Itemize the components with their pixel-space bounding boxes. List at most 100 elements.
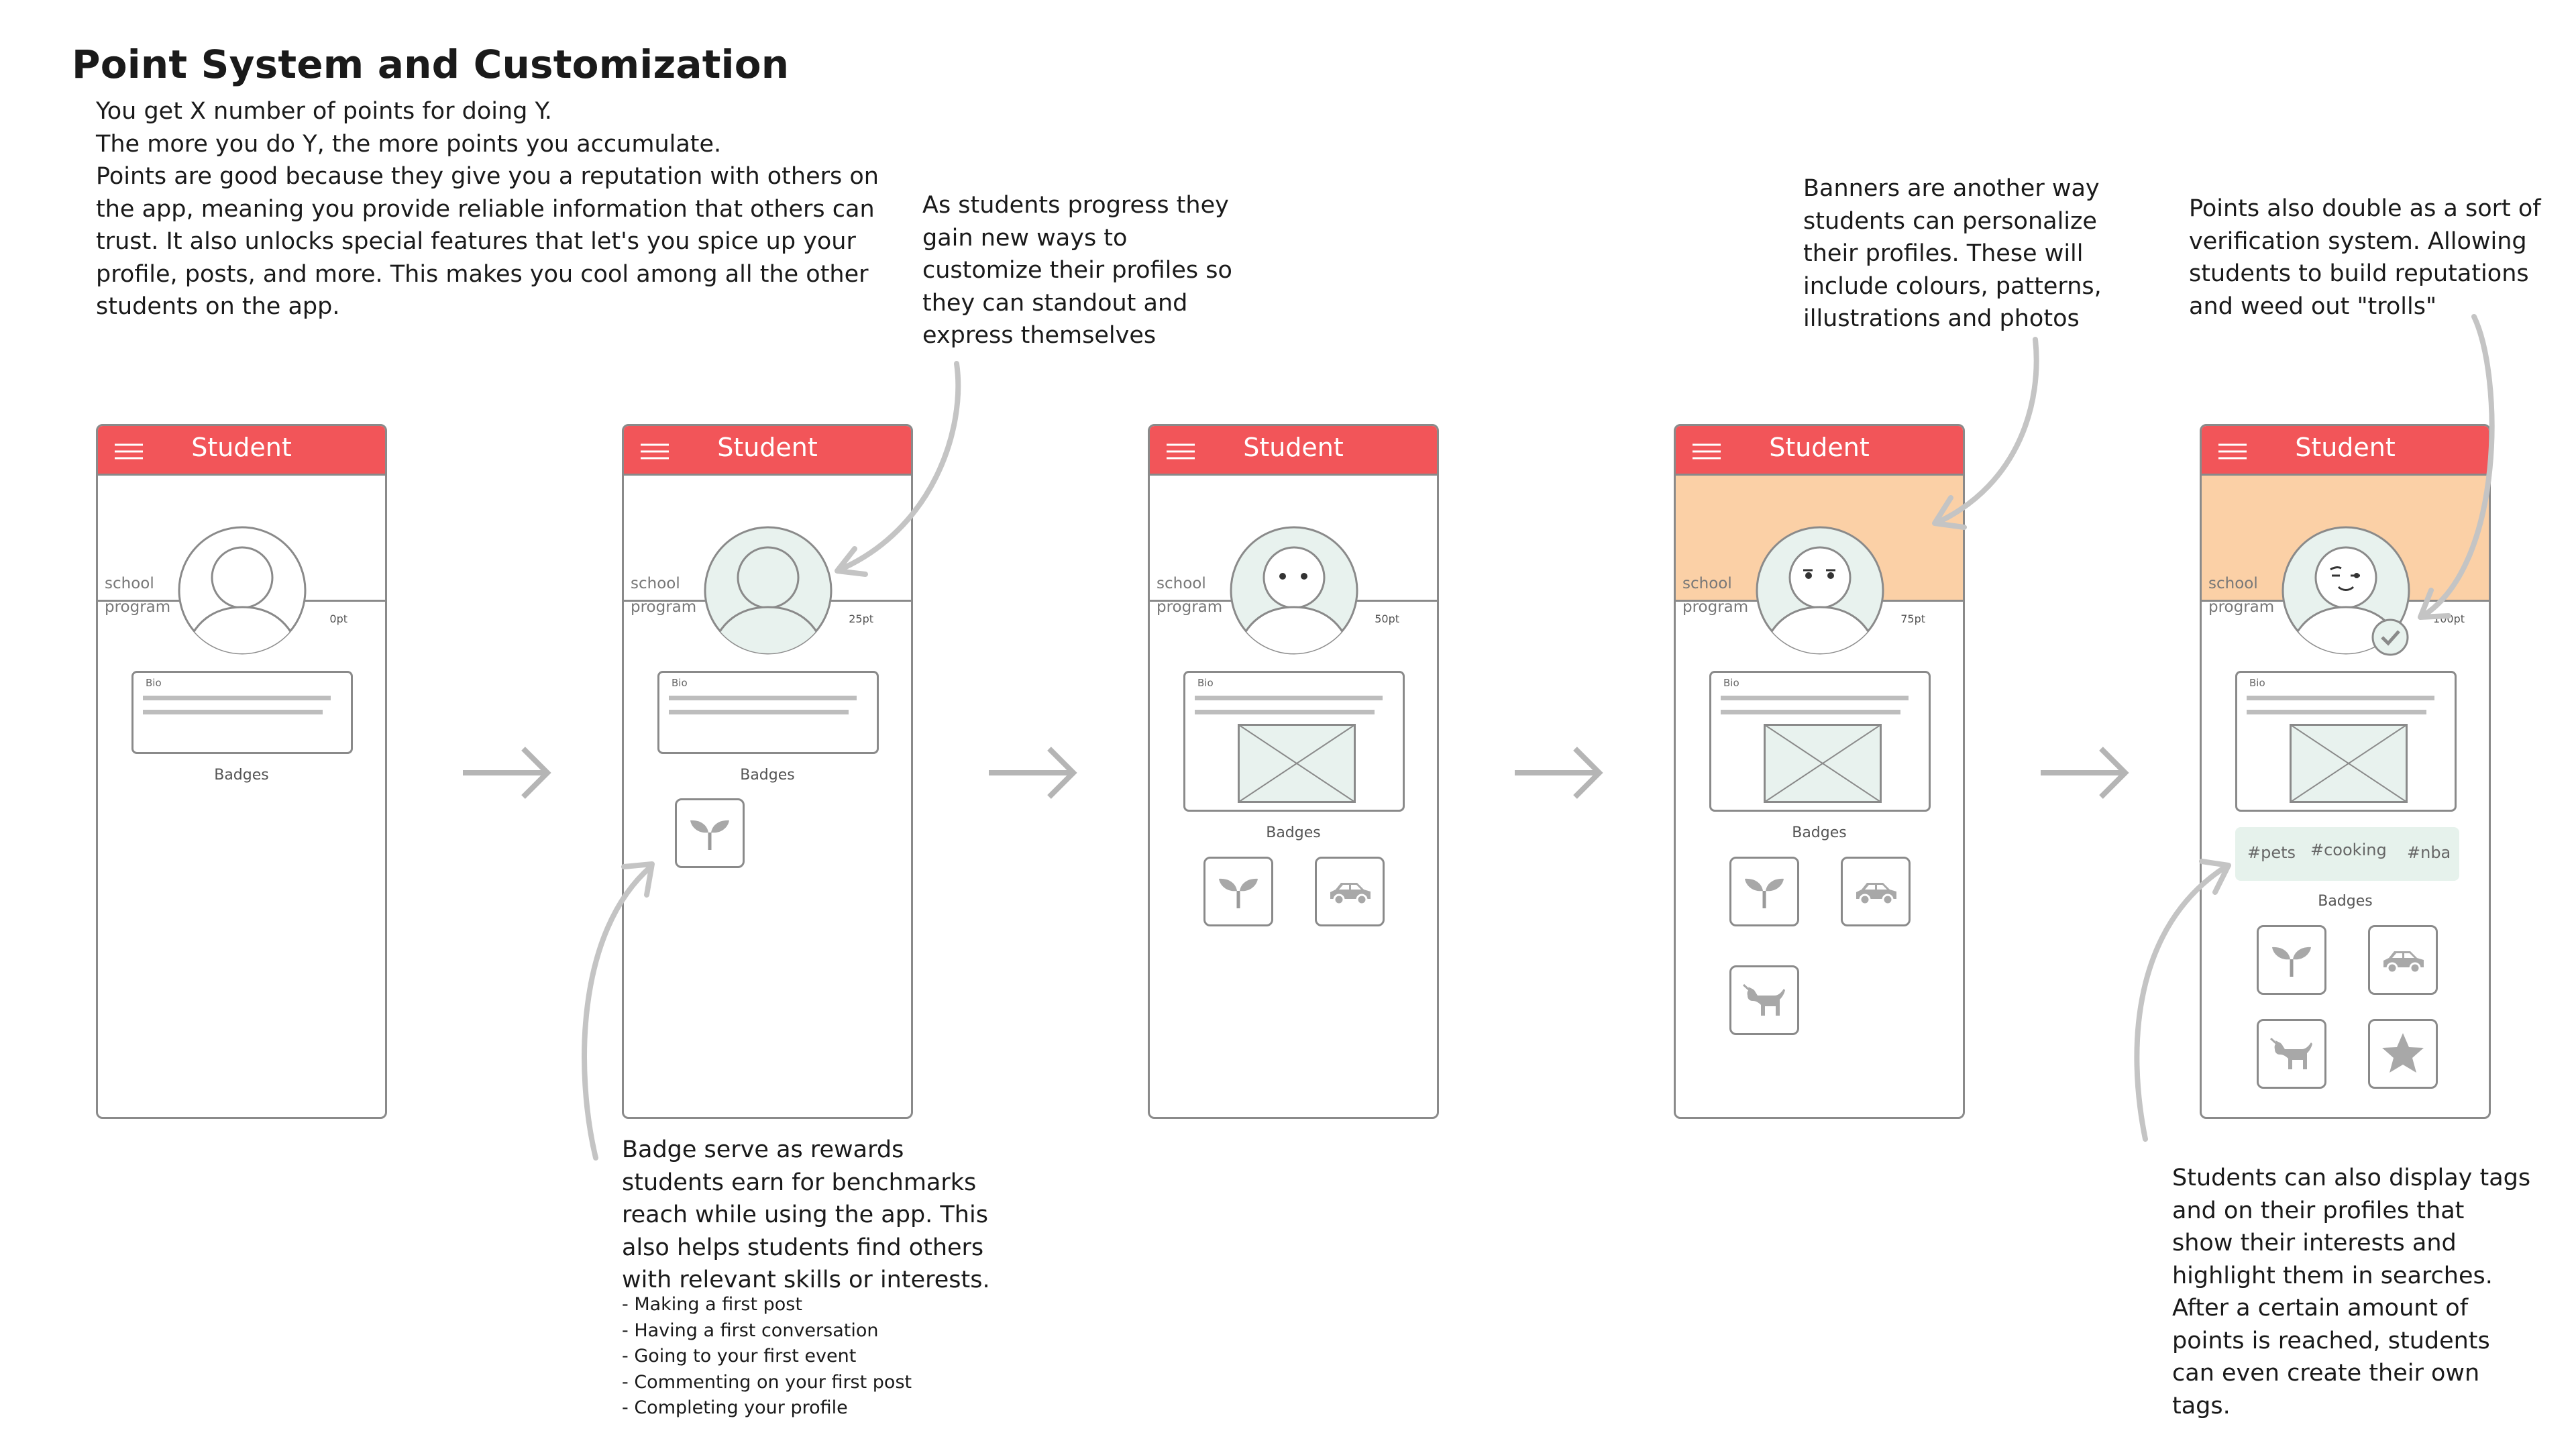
plant-icon <box>1219 878 1258 908</box>
points-value: 25pt <box>849 612 873 625</box>
points-value: 0pt <box>329 612 347 625</box>
avatar <box>178 526 307 655</box>
note-line: include colours, patterns, <box>1803 272 2102 300</box>
note-line: As students progress they <box>922 192 1229 219</box>
badge-first-post[interactable] <box>675 798 745 868</box>
car-icon <box>2383 951 2424 974</box>
badge-first-post[interactable] <box>1203 857 1273 926</box>
tags-bar: #pets #cooking #nba <box>2235 827 2459 881</box>
note-line: they can standout and <box>922 289 1188 317</box>
bio-box: Bio <box>2235 671 2457 812</box>
dog-icon <box>2269 1037 2312 1069</box>
intro-line: profile, posts, and more. This makes you… <box>96 260 869 288</box>
menu-icon[interactable] <box>1693 443 1721 460</box>
tag-pets[interactable]: #pets <box>2247 843 2296 862</box>
header-title: Student <box>717 433 818 462</box>
menu-icon[interactable] <box>1167 443 1195 460</box>
badges-label: Badges <box>740 767 795 784</box>
badge-first-event[interactable] <box>2368 925 2438 995</box>
header-title: Student <box>191 433 292 462</box>
list-item: - Having a first conversation <box>622 1320 879 1341</box>
school-label: school <box>631 575 680 592</box>
program-label: program <box>1157 598 1223 616</box>
note-line: and weed out "trolls" <box>2189 292 2437 320</box>
note-line: their profiles. These will <box>1803 240 2084 267</box>
app-header: Student <box>2202 426 2489 476</box>
note-line: illustrations and photos <box>1803 305 2080 332</box>
note-line: Banners are another way <box>1803 175 2100 202</box>
note-line: students to build reputations <box>2189 260 2529 287</box>
plant-icon <box>1745 878 1784 908</box>
flow-arrow-2 <box>989 747 1077 799</box>
bio-label: Bio <box>1723 677 1739 689</box>
intro-line: The more you do Y, the more points you a… <box>96 130 722 158</box>
intro-text: You get X number of points for doing Y. … <box>96 95 879 323</box>
badge-first-event[interactable] <box>1841 857 1911 926</box>
badge-pets[interactable] <box>1729 965 1799 1035</box>
arrow-tags <box>2134 864 2229 1142</box>
badge-first-post[interactable] <box>1729 857 1799 926</box>
app-header: Student <box>1676 426 1963 476</box>
badges-label: Badges <box>2318 893 2373 910</box>
note-line: students earn for benchmarks <box>622 1169 977 1196</box>
list-item: - Completing your profile <box>622 1397 848 1418</box>
note-line: highlight them in searches. <box>2172 1262 2493 1289</box>
intro-line: students on the app. <box>96 293 340 320</box>
verification-note: Points also double as a sort of verifica… <box>2189 193 2541 323</box>
note-line: show their interests and <box>2172 1230 2457 1256</box>
menu-icon[interactable] <box>115 443 143 460</box>
dog-icon <box>1742 983 1785 1016</box>
menu-icon[interactable] <box>2218 443 2247 460</box>
flow-arrow-4 <box>2041 747 2129 799</box>
note-line: points is reached, students <box>2172 1327 2490 1354</box>
points-value: 75pt <box>1900 612 1925 625</box>
note-line: Students can also display tags <box>2172 1165 2531 1191</box>
image-placeholder-icon <box>1238 724 1356 803</box>
note-line: with relevant skills or interests. <box>622 1267 990 1293</box>
note-line: After a certain amount of <box>2172 1295 2469 1322</box>
school-label: school <box>105 575 154 592</box>
intro-line: the app, meaning you provide reliable in… <box>96 195 875 223</box>
page-title: Point System and Customization <box>72 42 790 87</box>
bio-box: Bio <box>1709 671 1931 812</box>
avatar <box>1756 526 1884 655</box>
program-label: program <box>631 598 697 616</box>
tag-cooking[interactable]: #cooking <box>2310 841 2387 859</box>
verified-check-icon <box>2371 619 2409 656</box>
banners-note: Banners are another way students can per… <box>1803 172 2102 335</box>
school-label: school <box>1157 575 1206 592</box>
car-icon <box>1330 883 1371 906</box>
avatar <box>1230 526 1358 655</box>
note-line: students can personalize <box>1803 207 2097 235</box>
list-item: - Going to your first event <box>622 1346 857 1366</box>
tags-note: Students can also display tags and on th… <box>2172 1162 2530 1422</box>
note-line: Points also double as a sort of <box>2189 195 2541 222</box>
badges-note: Badge serve as rewards students earn for… <box>622 1134 990 1297</box>
header-title: Student <box>1769 433 1870 462</box>
header-title: Student <box>2295 433 2396 462</box>
badge-star[interactable] <box>2368 1019 2438 1089</box>
tag-nba[interactable]: #nba <box>2407 843 2451 862</box>
note-line: verification system. Allowing <box>2189 227 2527 255</box>
customize-note: As students progress they gain new ways … <box>922 189 1232 352</box>
badge-benchmarks-list: - Making a first post - Having a first c… <box>622 1292 912 1421</box>
flow-arrow-1 <box>463 747 551 799</box>
badges-label: Badges <box>214 767 269 784</box>
school-label: school <box>1682 575 1732 592</box>
program-label: program <box>2208 598 2275 616</box>
menu-icon[interactable] <box>641 443 669 460</box>
program-label: program <box>105 598 171 616</box>
note-line: Badge serve as rewards <box>622 1136 904 1163</box>
badge-first-event[interactable] <box>1315 857 1385 926</box>
app-header: Student <box>1150 426 1437 476</box>
note-line: gain new ways to <box>922 224 1128 252</box>
bio-box: Bio <box>1183 671 1405 812</box>
badge-first-post[interactable] <box>2257 925 2326 995</box>
note-line: can even create their own <box>2172 1360 2480 1387</box>
intro-line: trust. It also unlocks special features … <box>96 228 856 255</box>
header-title: Student <box>1243 433 1344 462</box>
badge-pets[interactable] <box>2257 1019 2326 1089</box>
phone-stage-1: Student school program 0pt Bio Badges <box>96 424 387 1119</box>
school-label: school <box>2208 575 2258 592</box>
